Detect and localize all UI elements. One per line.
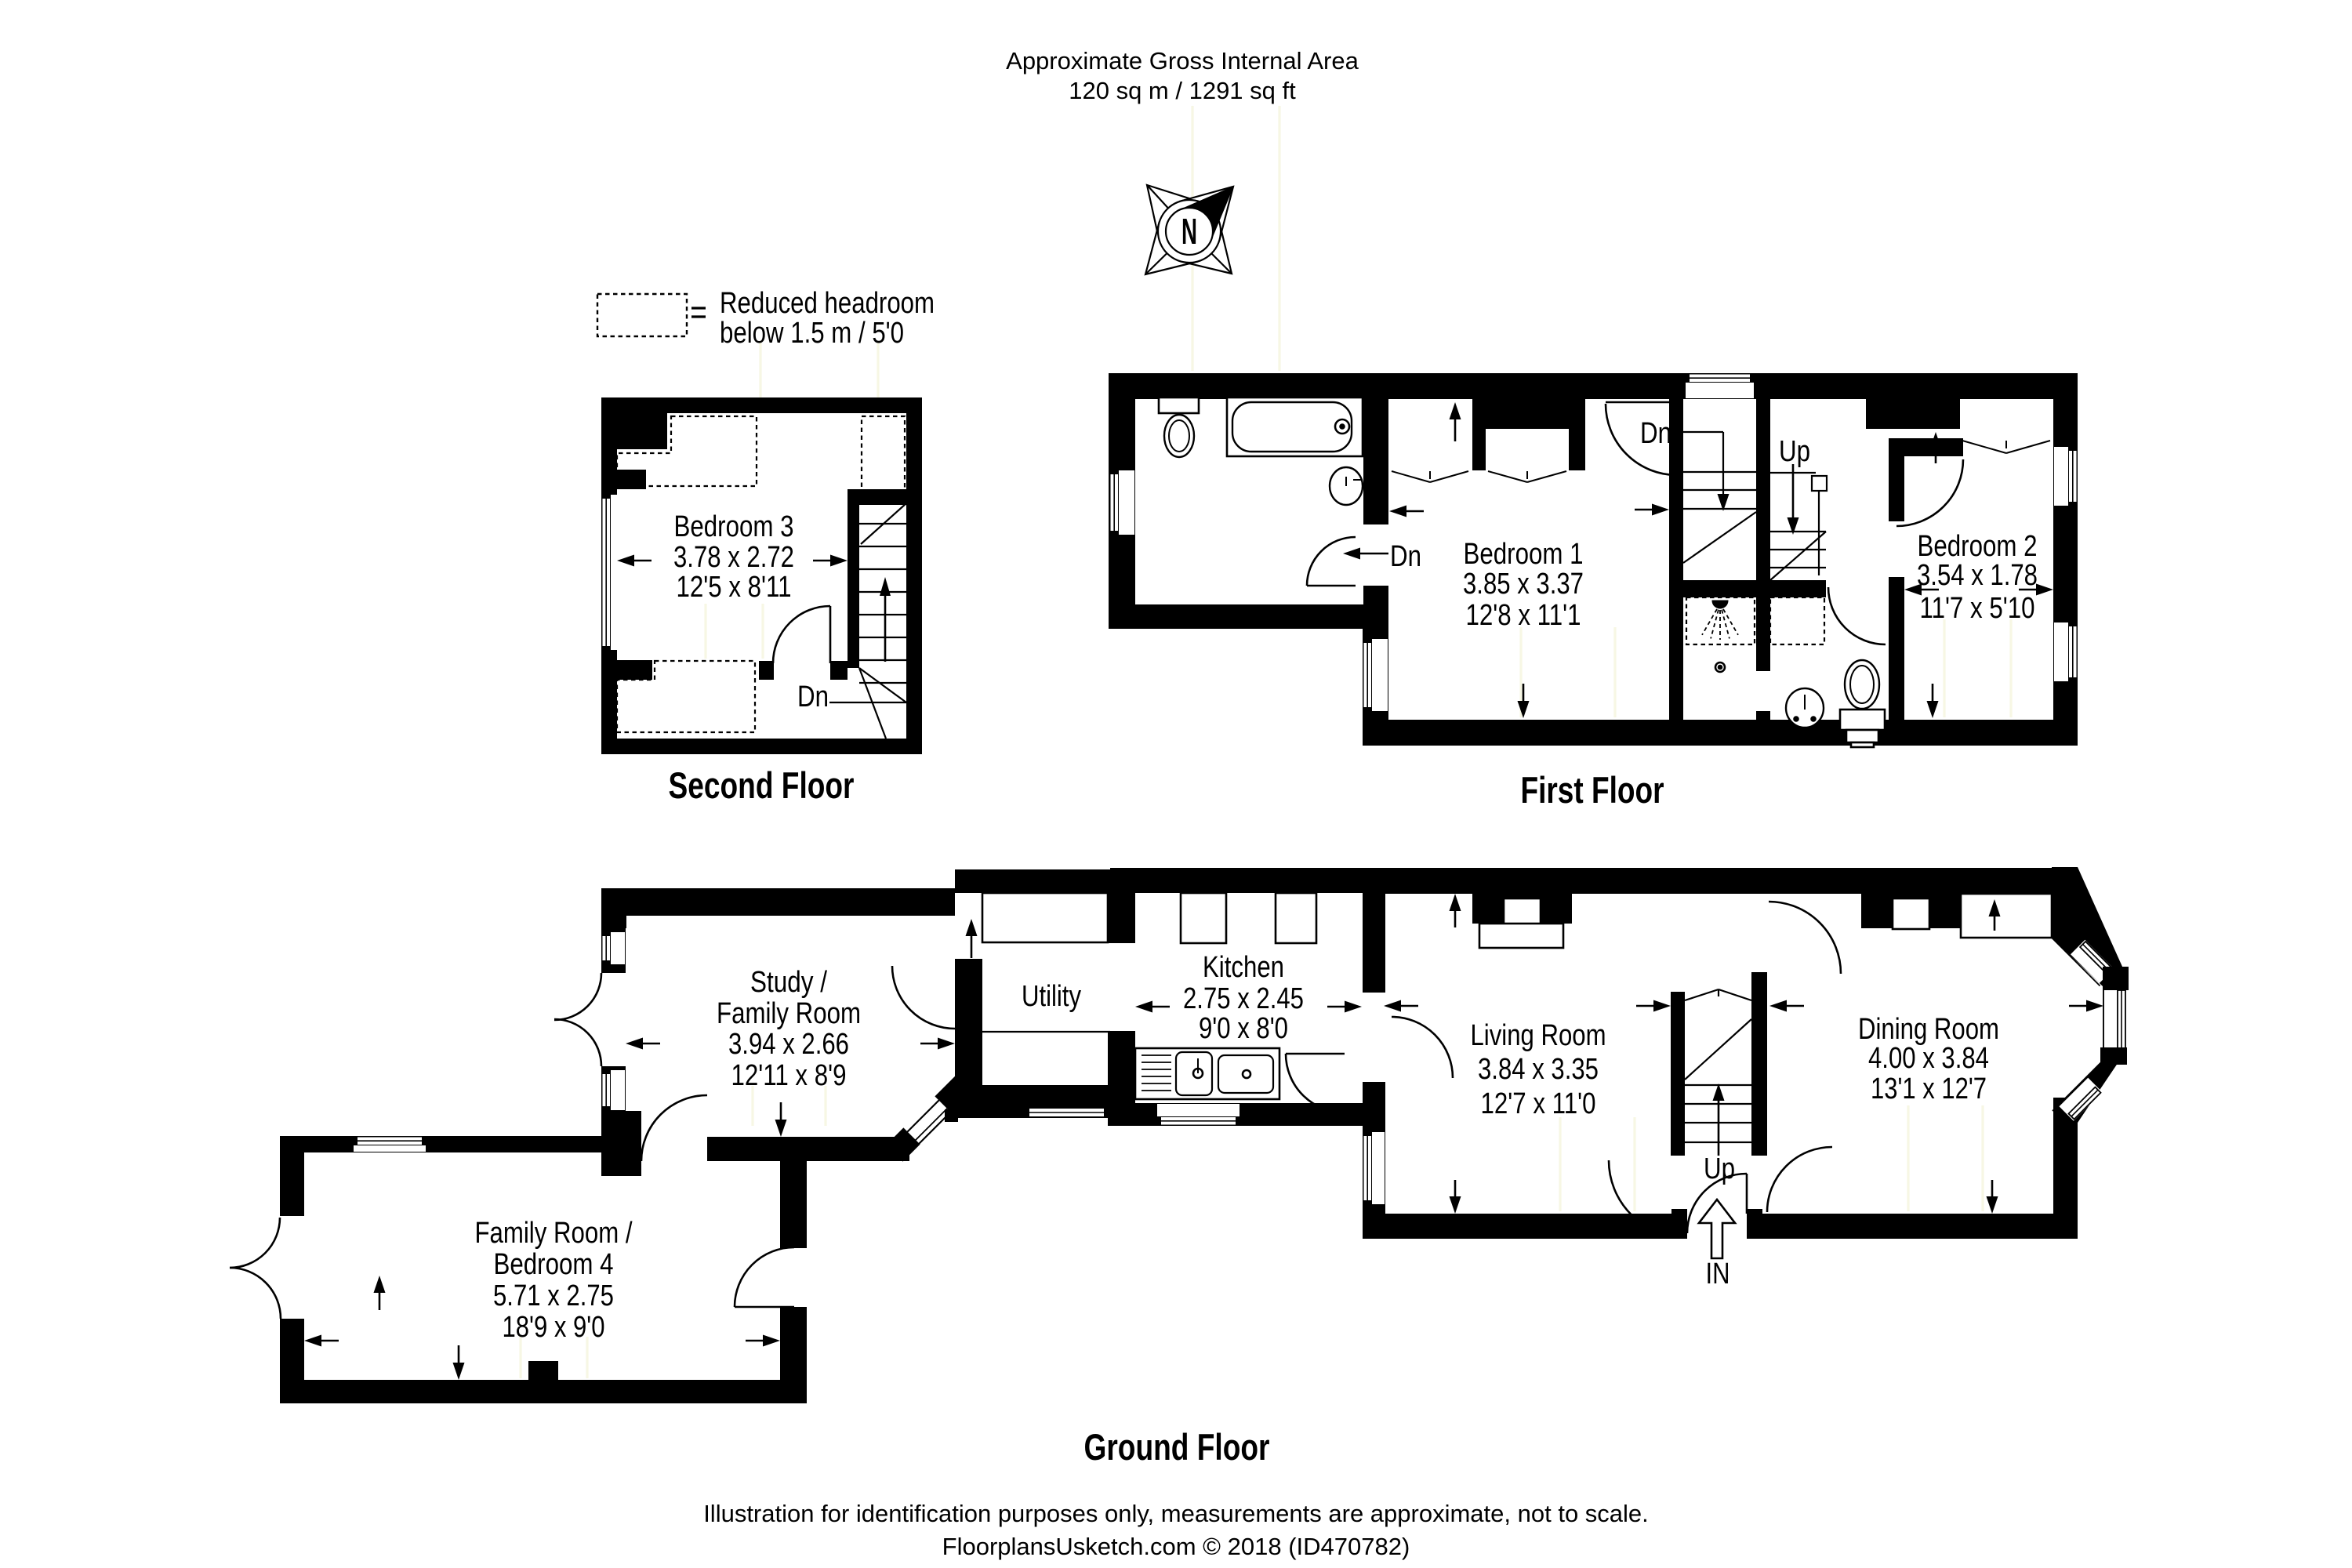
svg-text:Utility: Utility [1022,980,1081,1013]
svg-text:12'5 x 8'11: 12'5 x 8'11 [677,571,792,604]
svg-text:Bedroom 2: Bedroom 2 [1918,530,2038,563]
svg-text:120 sq m / 1291 sq ft: 120 sq m / 1291 sq ft [1069,77,1296,104]
svg-text:Dining Room: Dining Room [1858,1013,1999,1046]
svg-text:Dn: Dn [1390,540,1421,573]
svg-text:13'1 x 12'7: 13'1 x 12'7 [1871,1073,1987,1105]
svg-text:Dn: Dn [797,681,829,713]
svg-text:Living Room: Living Room [1471,1019,1606,1052]
svg-text:4.00 x 3.84: 4.00 x 3.84 [1868,1042,1989,1075]
svg-text:Study /: Study / [750,966,827,999]
svg-text:First Floor: First Floor [1521,769,1664,811]
svg-text:Family Room /: Family Room / [475,1217,633,1250]
svg-text:3.54 x 1.78: 3.54 x 1.78 [1917,559,2038,592]
svg-text:N: N [1181,211,1197,252]
svg-text:5.71 x 2.75: 5.71 x 2.75 [493,1279,614,1312]
svg-text:9'0 x 8'0: 9'0 x 8'0 [1199,1012,1288,1045]
svg-text:IN: IN [1706,1258,1730,1290]
svg-text:12'8 x 11'1: 12'8 x 11'1 [1466,599,1581,632]
svg-text:Bedroom 4: Bedroom 4 [494,1248,614,1281]
svg-text:3.94 x 2.66: 3.94 x 2.66 [728,1028,849,1061]
svg-text:Ground Floor: Ground Floor [1084,1426,1270,1468]
svg-text:Kitchen: Kitchen [1203,951,1284,984]
svg-text:Reduced headroom: Reduced headroom [720,287,935,320]
svg-text:Bedroom 3: Bedroom 3 [674,510,794,543]
svg-text:Bedroom 1: Bedroom 1 [1464,538,1584,571]
svg-text:3.78 x 2.72: 3.78 x 2.72 [673,541,794,574]
svg-text:Dn: Dn [1640,417,1671,450]
svg-text:3.85 x 3.37: 3.85 x 3.37 [1463,568,1584,601]
svg-text:3.84 x 3.35: 3.84 x 3.35 [1478,1053,1599,1086]
svg-text:Second Floor: Second Floor [669,764,855,806]
svg-text:18'9 x 9'0: 18'9 x 9'0 [503,1311,605,1344]
svg-text:FloorplansUsketch.com © 2018 (: FloorplansUsketch.com © 2018 (ID470782) [942,1533,1410,1560]
svg-text:12'11 x 8'9: 12'11 x 8'9 [731,1059,847,1092]
svg-text:12'7 x 11'0: 12'7 x 11'0 [1481,1087,1596,1120]
svg-text:Approximate Gross Internal Are: Approximate Gross Internal Area [1006,47,1359,74]
svg-text:below 1.5 m / 5'0: below 1.5 m / 5'0 [720,317,904,350]
svg-text:2.75 x 2.45: 2.75 x 2.45 [1183,982,1304,1015]
svg-text:Family Room: Family Room [717,997,861,1030]
svg-text:11'7 x 5'10: 11'7 x 5'10 [1920,592,2035,625]
svg-text:Illustration for identificatio: Illustration for identification purposes… [703,1500,1649,1527]
svg-text:Up: Up [1779,435,1810,468]
